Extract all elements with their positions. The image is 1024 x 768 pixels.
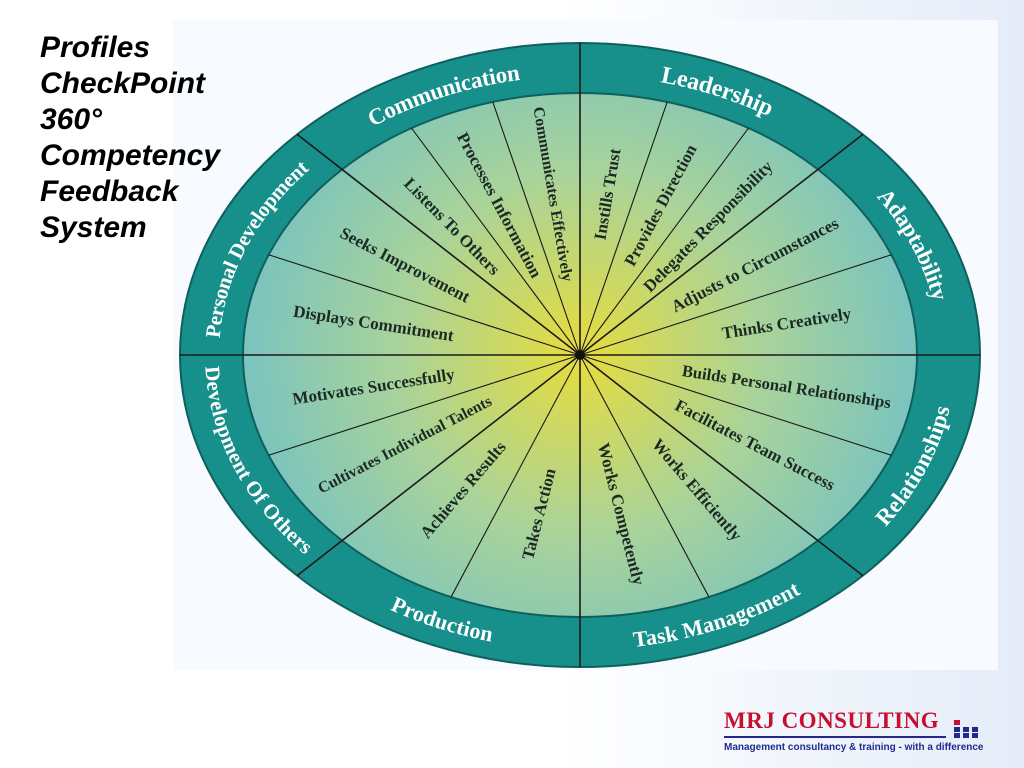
title-line: System	[40, 211, 147, 244]
wheel-hub	[575, 350, 585, 360]
competency-spoke	[411, 127, 581, 356]
logo-rule	[724, 736, 946, 738]
competency-spoke	[579, 354, 892, 456]
competency-spoke	[268, 254, 581, 356]
company-logo: MRJ CONSULTING Management consultancy & …	[724, 706, 984, 760]
competency-spoke	[450, 354, 581, 598]
competency-spoke	[492, 101, 581, 356]
title-line: Competency	[40, 139, 221, 172]
competency-spoke	[579, 254, 892, 356]
title-line: 360°	[40, 103, 103, 136]
slide-title: Profiles CheckPoint 360° Competency Feed…	[40, 30, 270, 246]
competency-spoke	[579, 101, 668, 356]
category-divider	[296, 354, 581, 577]
logo-squares-icon	[954, 720, 978, 738]
title-line: Profiles	[40, 31, 151, 64]
title-line: CheckPoint	[40, 67, 206, 100]
competency-spoke	[268, 354, 581, 456]
competency-spoke	[579, 354, 710, 598]
competency-spoke	[579, 127, 749, 356]
logo-name: MRJ CONSULTING	[724, 708, 940, 733]
category-divider	[579, 133, 864, 356]
category-divider	[579, 354, 864, 577]
logo-tagline: Management consultancy & training - with…	[724, 742, 984, 753]
title-line: Feedback	[40, 175, 179, 208]
category-divider	[296, 133, 581, 356]
